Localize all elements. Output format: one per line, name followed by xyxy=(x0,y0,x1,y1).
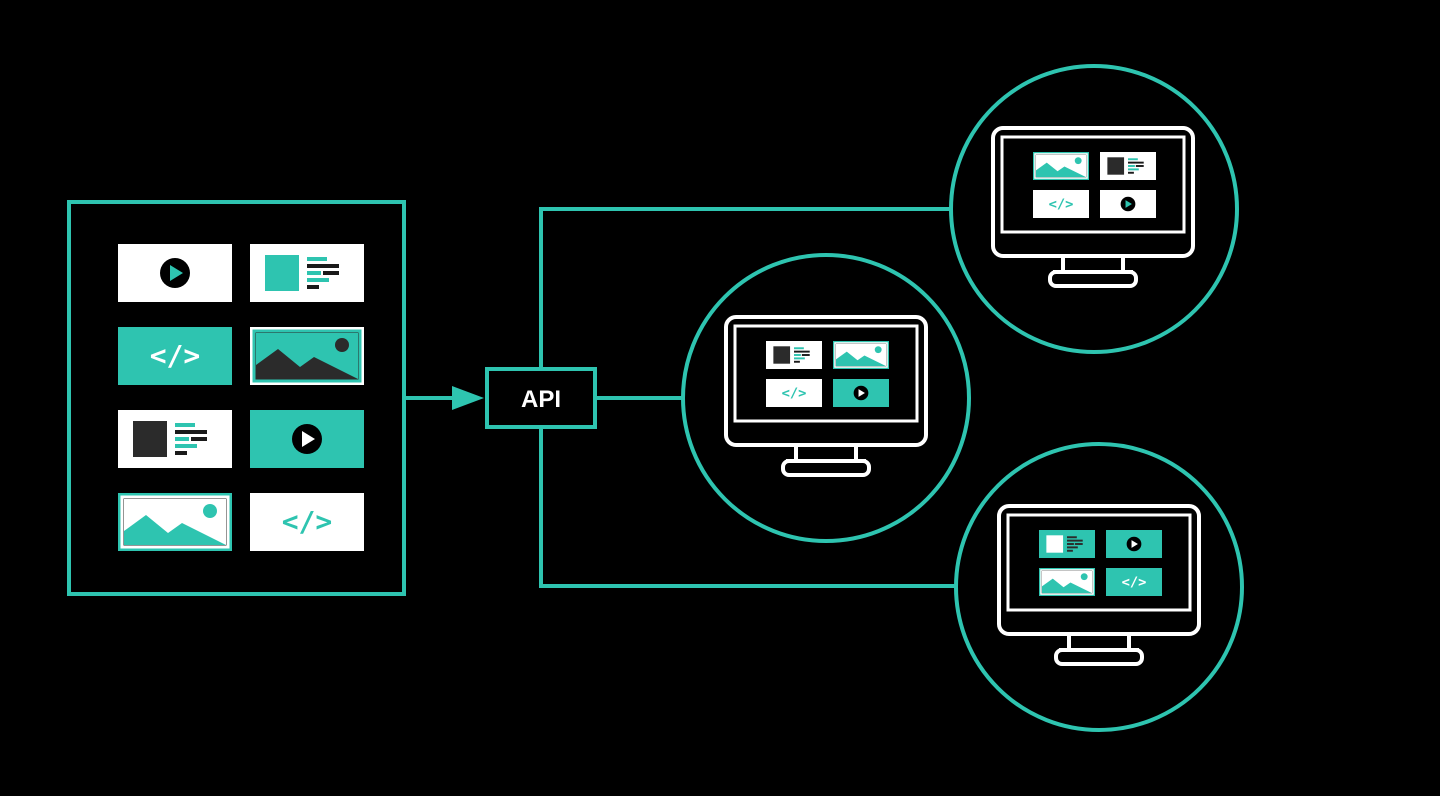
article-icon xyxy=(1107,157,1144,175)
code-icon: </> xyxy=(150,339,201,372)
display-middle-article-tile xyxy=(766,341,822,369)
code-symbol: </> xyxy=(1049,196,1074,212)
article-icon xyxy=(1046,535,1083,553)
article-icon xyxy=(133,421,207,457)
repository-play-tile xyxy=(250,410,364,468)
display-bottom-code-tile: </> xyxy=(1106,568,1162,596)
code-symbol: </> xyxy=(1122,574,1147,590)
repository-code-tile: </> xyxy=(250,493,364,551)
display-bottom-image-tile xyxy=(1039,568,1095,596)
display-top-image-tile xyxy=(1033,152,1089,180)
repository-article-tile xyxy=(250,244,364,302)
code-symbol: </> xyxy=(150,339,201,372)
repository-image-tile xyxy=(250,327,364,385)
display-top: </> xyxy=(949,64,1239,354)
monitor-icon xyxy=(724,315,928,477)
display-bottom: </> xyxy=(954,442,1244,732)
repository-play-tile xyxy=(118,244,232,302)
repository-article-tile xyxy=(118,410,232,468)
code-icon: </> xyxy=(1049,196,1074,212)
api-label: API xyxy=(521,386,561,413)
image-icon xyxy=(252,329,362,383)
play-icon xyxy=(292,424,322,454)
repository-code-tile: </> xyxy=(118,327,232,385)
api-to-bottom-display-line xyxy=(539,428,958,588)
api-box xyxy=(485,367,597,429)
code-symbol: </> xyxy=(782,385,807,401)
image-icon xyxy=(120,495,230,549)
display-top-article-tile xyxy=(1100,152,1156,180)
display-middle: </> xyxy=(681,253,971,543)
display-top-play-tile xyxy=(1100,190,1156,218)
api-to-top-display-line xyxy=(539,207,952,368)
article-icon xyxy=(773,346,810,364)
article-icon xyxy=(265,255,339,291)
display-middle-code-tile: </> xyxy=(766,379,822,407)
image-icon xyxy=(1040,569,1094,595)
monitor-icon xyxy=(991,126,1195,288)
code-icon: </> xyxy=(782,385,807,401)
display-middle-play-tile xyxy=(833,379,889,407)
display-middle-image-tile xyxy=(833,341,889,369)
image-icon xyxy=(1034,153,1088,179)
code-symbol: </> xyxy=(282,505,333,538)
display-top-code-tile: </> xyxy=(1033,190,1089,218)
display-bottom-play-tile xyxy=(1106,530,1162,558)
code-icon: </> xyxy=(282,505,333,538)
image-icon xyxy=(834,342,888,368)
api-node: API xyxy=(485,367,597,429)
play-icon xyxy=(1120,196,1136,212)
content-repository-tiles: </> </> xyxy=(118,244,364,551)
arrow-head-icon xyxy=(452,386,484,410)
displays: </> </> </> xyxy=(681,64,1244,732)
monitor-icon xyxy=(997,504,1201,666)
play-icon xyxy=(1126,536,1142,552)
repository-image-tile xyxy=(118,493,232,551)
display-bottom-article-tile xyxy=(1039,530,1095,558)
play-icon xyxy=(160,258,190,288)
code-icon: </> xyxy=(1122,574,1147,590)
play-icon xyxy=(853,385,869,401)
content-repository-box xyxy=(67,200,406,596)
